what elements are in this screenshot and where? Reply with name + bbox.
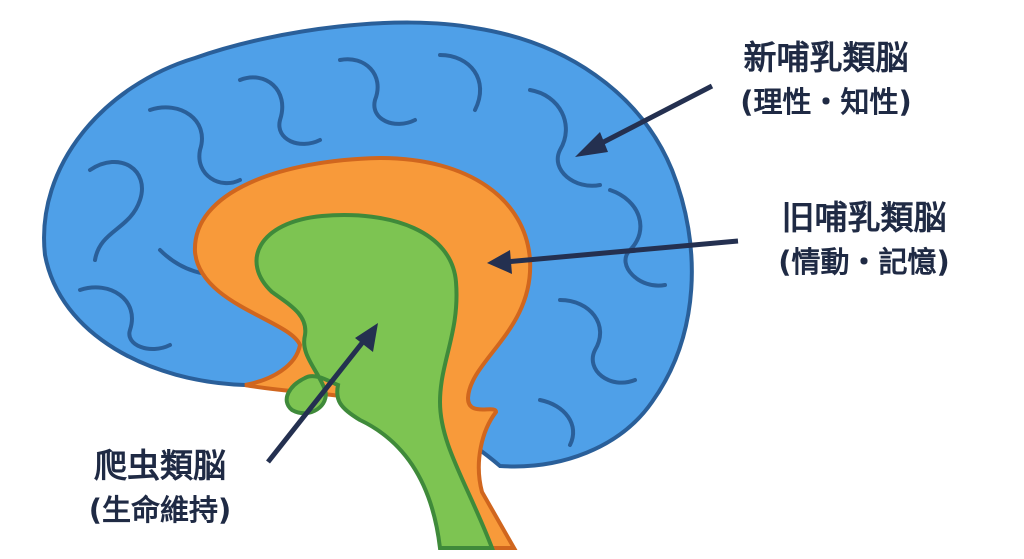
arrows — [266, 83, 739, 464]
arrow-neomammalian — [590, 83, 714, 151]
label-neomammalian: 新哺乳類脳 (理性・知性) — [706, 36, 946, 124]
arrowhead-icon — [355, 323, 378, 352]
arrowhead-icon — [575, 132, 608, 157]
label-reptilian: 爬虫類脳 (生命維持) — [55, 444, 265, 532]
label-neomammalian-role: (理性・知性) — [740, 85, 912, 119]
label-paleomammalian-name: 旧哺乳類脳 — [781, 198, 947, 237]
arrowhead-icon — [487, 250, 512, 274]
arrow-paleomammalian — [504, 238, 739, 265]
label-neomammalian-name: 新哺乳類脳 — [743, 38, 909, 77]
label-reptilian-role: (生命維持) — [88, 493, 232, 527]
reptilian-region — [254, 213, 495, 550]
arrow-reptilian — [266, 336, 368, 464]
label-paleomammalian: 旧哺乳類脳 (情動・記憶) — [744, 196, 984, 284]
label-paleomammalian-role: (情動・記憶) — [778, 245, 950, 279]
label-reptilian-name: 爬虫類脳 — [94, 446, 226, 485]
